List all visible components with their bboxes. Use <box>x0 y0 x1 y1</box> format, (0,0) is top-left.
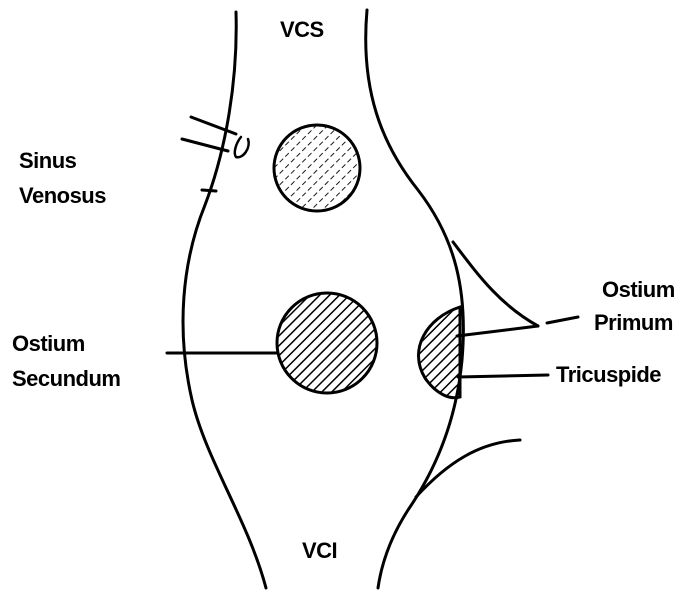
tricuspide-leader <box>458 375 548 377</box>
ostium-primum-defect <box>419 307 460 398</box>
ostium-primum-label-line-1: Ostium <box>602 277 675 303</box>
ostium-primum-leader <box>457 326 538 336</box>
sinus-venosus-label-line-2: Venosus <box>19 183 106 209</box>
ostium-primum-leader-tail <box>547 317 578 323</box>
sinus-venosus-mark-2 <box>182 139 228 151</box>
primum-contour <box>453 242 538 326</box>
vci-label: VCI <box>302 538 337 564</box>
sinus-venosus-label-line-1: Sinus <box>19 148 76 174</box>
vcs-label: VCS <box>280 17 324 43</box>
sinus-venosus-mark-3 <box>235 137 249 157</box>
ostium-primum-label-line-2: Primum <box>594 310 673 336</box>
ostium-secundum-label-line-1: Ostium <box>12 331 85 357</box>
ostium-secundum-defect <box>277 293 377 393</box>
ostium-secundum-label-line-2: Secundum <box>12 366 120 392</box>
upper-defect <box>274 125 360 211</box>
right-atrial-wall <box>366 10 464 588</box>
tricuspide-label: Tricuspide <box>556 362 661 388</box>
left-atrial-wall <box>183 12 266 588</box>
sinus-venosus-mark-4 <box>202 190 216 191</box>
